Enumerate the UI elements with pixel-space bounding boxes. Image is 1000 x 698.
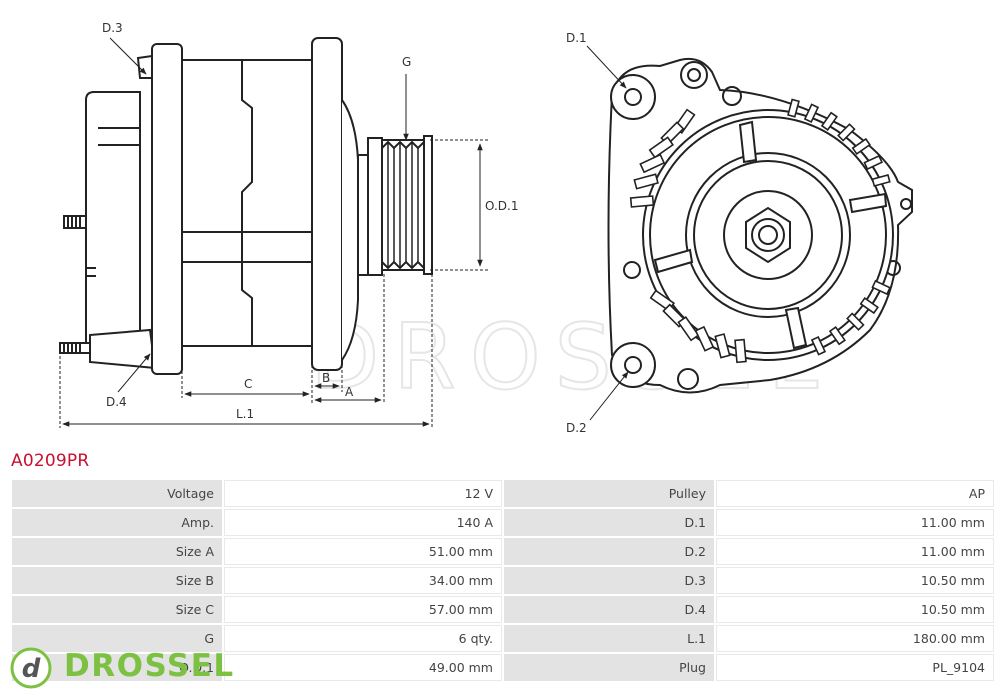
spec-value: 49.00 mm xyxy=(224,654,502,681)
spec-label: L.1 xyxy=(504,625,714,652)
label-l1: L.1 xyxy=(236,407,254,421)
spec-label: G xyxy=(12,625,222,652)
spec-value: 10.50 mm xyxy=(716,596,994,623)
spec-label: Voltage xyxy=(12,480,222,507)
brand-badge-letter: d xyxy=(22,654,41,684)
side-view xyxy=(59,37,433,375)
spec-value: 51.00 mm xyxy=(224,538,502,565)
spec-label: D.2 xyxy=(504,538,714,565)
side-view-dimensions xyxy=(59,37,488,428)
front-view-dimensions xyxy=(586,45,629,421)
spec-value: 12 V xyxy=(224,480,502,507)
spec-value: 11.00 mm xyxy=(716,509,994,536)
spec-value: 10.50 mm xyxy=(716,567,994,594)
spec-value: 11.00 mm xyxy=(716,538,994,565)
label-g: G xyxy=(402,55,411,69)
label-d1: D.1 xyxy=(566,31,587,45)
spec-value: PL_9104 xyxy=(716,654,994,681)
spec-label: Plug xyxy=(504,654,714,681)
label-od1: O.D.1 xyxy=(485,199,518,213)
spec-label: D.4 xyxy=(504,596,714,623)
alternator-technical-drawing: DROSSEL xyxy=(59,21,913,435)
label-b: B xyxy=(322,371,330,385)
label-c: C xyxy=(244,377,252,391)
label-d3: D.3 xyxy=(102,21,123,35)
spec-value: 180.00 mm xyxy=(716,625,994,652)
spec-value: 140 A xyxy=(224,509,502,536)
label-d4: D.4 xyxy=(106,395,127,409)
brand-logo: d DROSSEL xyxy=(10,644,240,692)
brand-name: DROSSEL xyxy=(64,648,235,684)
spec-label: Amp. xyxy=(12,509,222,536)
spec-label: D.1 xyxy=(504,509,714,536)
part-number-title: A0209PR xyxy=(11,451,90,471)
spec-value: 34.00 mm xyxy=(224,567,502,594)
front-view xyxy=(607,57,913,394)
spec-label: Pulley xyxy=(504,480,714,507)
spec-label: Size C xyxy=(12,596,222,623)
spec-label: D.3 xyxy=(504,567,714,594)
brand-badge-icon: d xyxy=(10,647,52,689)
label-d2: D.2 xyxy=(566,421,587,435)
label-a: A xyxy=(345,385,354,399)
cooling-slots xyxy=(629,98,892,364)
spec-value: 6 qty. xyxy=(224,625,502,652)
spec-value: 57.00 mm xyxy=(224,596,502,623)
spec-label: Size B xyxy=(12,567,222,594)
spec-label: Size A xyxy=(12,538,222,565)
spec-value: AP xyxy=(716,480,994,507)
